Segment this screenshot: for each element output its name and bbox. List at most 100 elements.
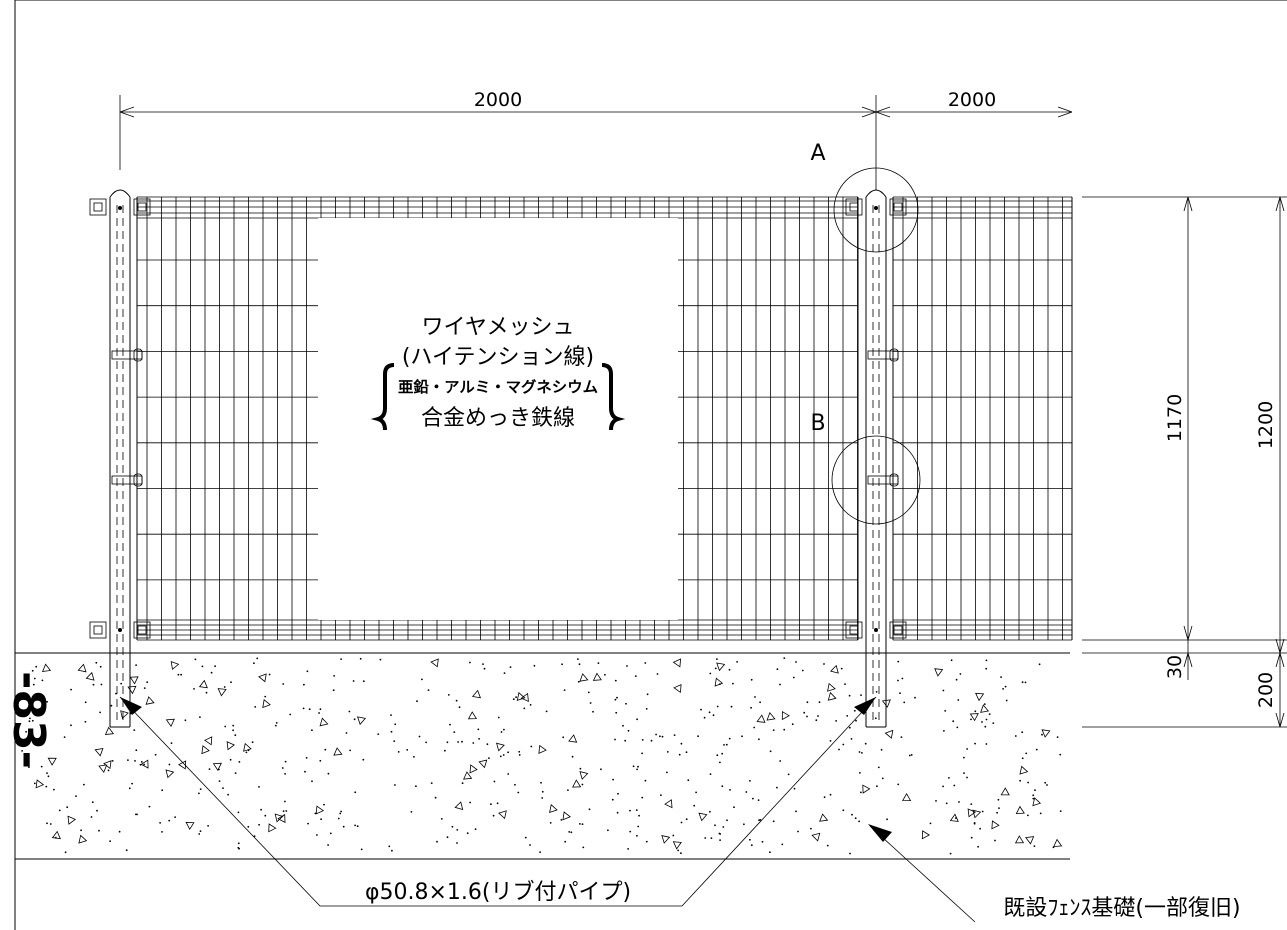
dimension-gap-bottom: 30 <box>1164 655 1186 679</box>
aggregate-dot <box>728 668 731 671</box>
aggregate-stone <box>204 736 213 746</box>
aggregate-dot <box>49 823 52 825</box>
aggregate-dot <box>348 710 351 713</box>
aggregate-dot <box>592 710 594 713</box>
aggregate-dot <box>611 798 614 801</box>
aggregate-dot <box>282 810 285 812</box>
aggregate-dot <box>910 754 913 756</box>
aggregate-dot <box>719 833 722 835</box>
aggregate-dot <box>238 761 241 763</box>
aggregate-dot <box>232 729 235 732</box>
aggregate-dot <box>994 839 996 842</box>
corner-bracket <box>889 621 907 639</box>
aggregate-dot <box>436 840 438 843</box>
aggregate-stone <box>262 699 271 709</box>
aggregate-dot <box>650 739 653 742</box>
aggregate-dot <box>234 772 237 774</box>
aggregate-stone <box>673 683 682 694</box>
aggregate-stone <box>1032 797 1042 807</box>
aggregate-dot <box>716 705 719 708</box>
aggregate-dot <box>791 723 794 726</box>
aggregate-dot <box>899 692 901 695</box>
aggregate-dot <box>1056 736 1059 738</box>
aggregate-dot <box>1027 781 1029 784</box>
aggregate-dot <box>722 826 725 828</box>
detail-circle-a <box>833 167 919 253</box>
aggregate-dot <box>806 701 809 704</box>
aggregate-stone <box>972 809 982 819</box>
aggregate-dot <box>959 673 962 675</box>
aggregate-dot <box>425 741 427 744</box>
aggregate-dot <box>496 802 499 805</box>
aggregate-dot <box>787 773 790 776</box>
aggregate-dot <box>622 724 624 727</box>
aggregate-stone <box>478 759 488 769</box>
aggregate-dot <box>1014 735 1017 737</box>
aggregate-dot <box>316 834 318 836</box>
aggregate-dot <box>627 848 629 850</box>
aggregate-dot <box>779 683 781 686</box>
corner-bracket-inner <box>137 202 147 212</box>
aggregate-dot <box>823 663 825 665</box>
aggregate-dot <box>524 836 527 839</box>
aggregate-dot <box>483 667 486 670</box>
post-bolt <box>118 206 122 210</box>
aggregate-dot <box>488 757 490 759</box>
aggregate-stone <box>165 718 175 727</box>
aggregate-dot <box>732 682 734 685</box>
aggregate-dot <box>440 818 443 820</box>
aggregate-dot <box>517 791 520 794</box>
aggregate-stone <box>568 734 578 743</box>
aggregate-dot <box>616 696 618 699</box>
aggregate-stone <box>78 834 88 844</box>
aggregate-dot <box>945 802 948 805</box>
aggregate-dot <box>568 831 571 833</box>
aggregate-dot <box>303 683 305 686</box>
aggregate-stone <box>967 808 977 818</box>
aggregate-dot <box>949 852 952 855</box>
aggregate-dot <box>783 657 786 659</box>
aggregate-dot <box>984 725 987 728</box>
aggregate-dot <box>458 706 461 709</box>
aggregate-stone <box>664 799 673 809</box>
mesh-label-line4: 合金めっき鉄線 <box>421 406 575 431</box>
aggregate-dot <box>356 825 359 828</box>
aggregate-dot <box>627 729 630 732</box>
aggregate-stone <box>129 676 139 685</box>
aggregate-dot <box>238 847 241 850</box>
aggregate-dot <box>66 806 69 809</box>
aggregate-dot <box>148 805 151 808</box>
aggregate-dot <box>232 724 235 727</box>
aggregate-dot <box>247 825 250 828</box>
aggregate-dot <box>323 803 325 806</box>
aggregate-dot <box>1059 753 1062 756</box>
aggregate-dot <box>35 665 38 668</box>
aggregate-stone <box>469 764 478 774</box>
aggregate-dot <box>449 723 451 726</box>
aggregate-dot <box>472 742 475 744</box>
aggregate-dot <box>721 752 724 755</box>
aggregate-stone <box>145 696 155 705</box>
aggregate-dot <box>897 783 900 786</box>
aggregate-dot <box>983 703 986 705</box>
aggregate-dot <box>45 785 48 788</box>
aggregate-dot <box>860 791 862 794</box>
aggregate-dot <box>950 659 953 662</box>
aggregate-dot <box>795 810 797 813</box>
aggregate-dot <box>456 829 459 831</box>
post-cap <box>109 189 131 198</box>
aggregate-dot <box>638 814 640 817</box>
aggregate-dot <box>394 723 397 726</box>
aggregate-dot <box>118 830 121 833</box>
aggregate-dot <box>31 719 34 722</box>
aggregate-dot <box>353 718 356 721</box>
aggregate-dot <box>953 784 956 787</box>
aggregate-dot <box>284 773 286 775</box>
aggregate-dot <box>98 829 100 832</box>
aggregate-dot <box>135 749 138 752</box>
aggregate-dot <box>1041 733 1043 736</box>
aggregate-stone <box>467 711 478 720</box>
corner-bracket-inner <box>893 202 903 212</box>
aggregate-dot <box>418 735 421 738</box>
aggregate-dot <box>709 672 712 675</box>
